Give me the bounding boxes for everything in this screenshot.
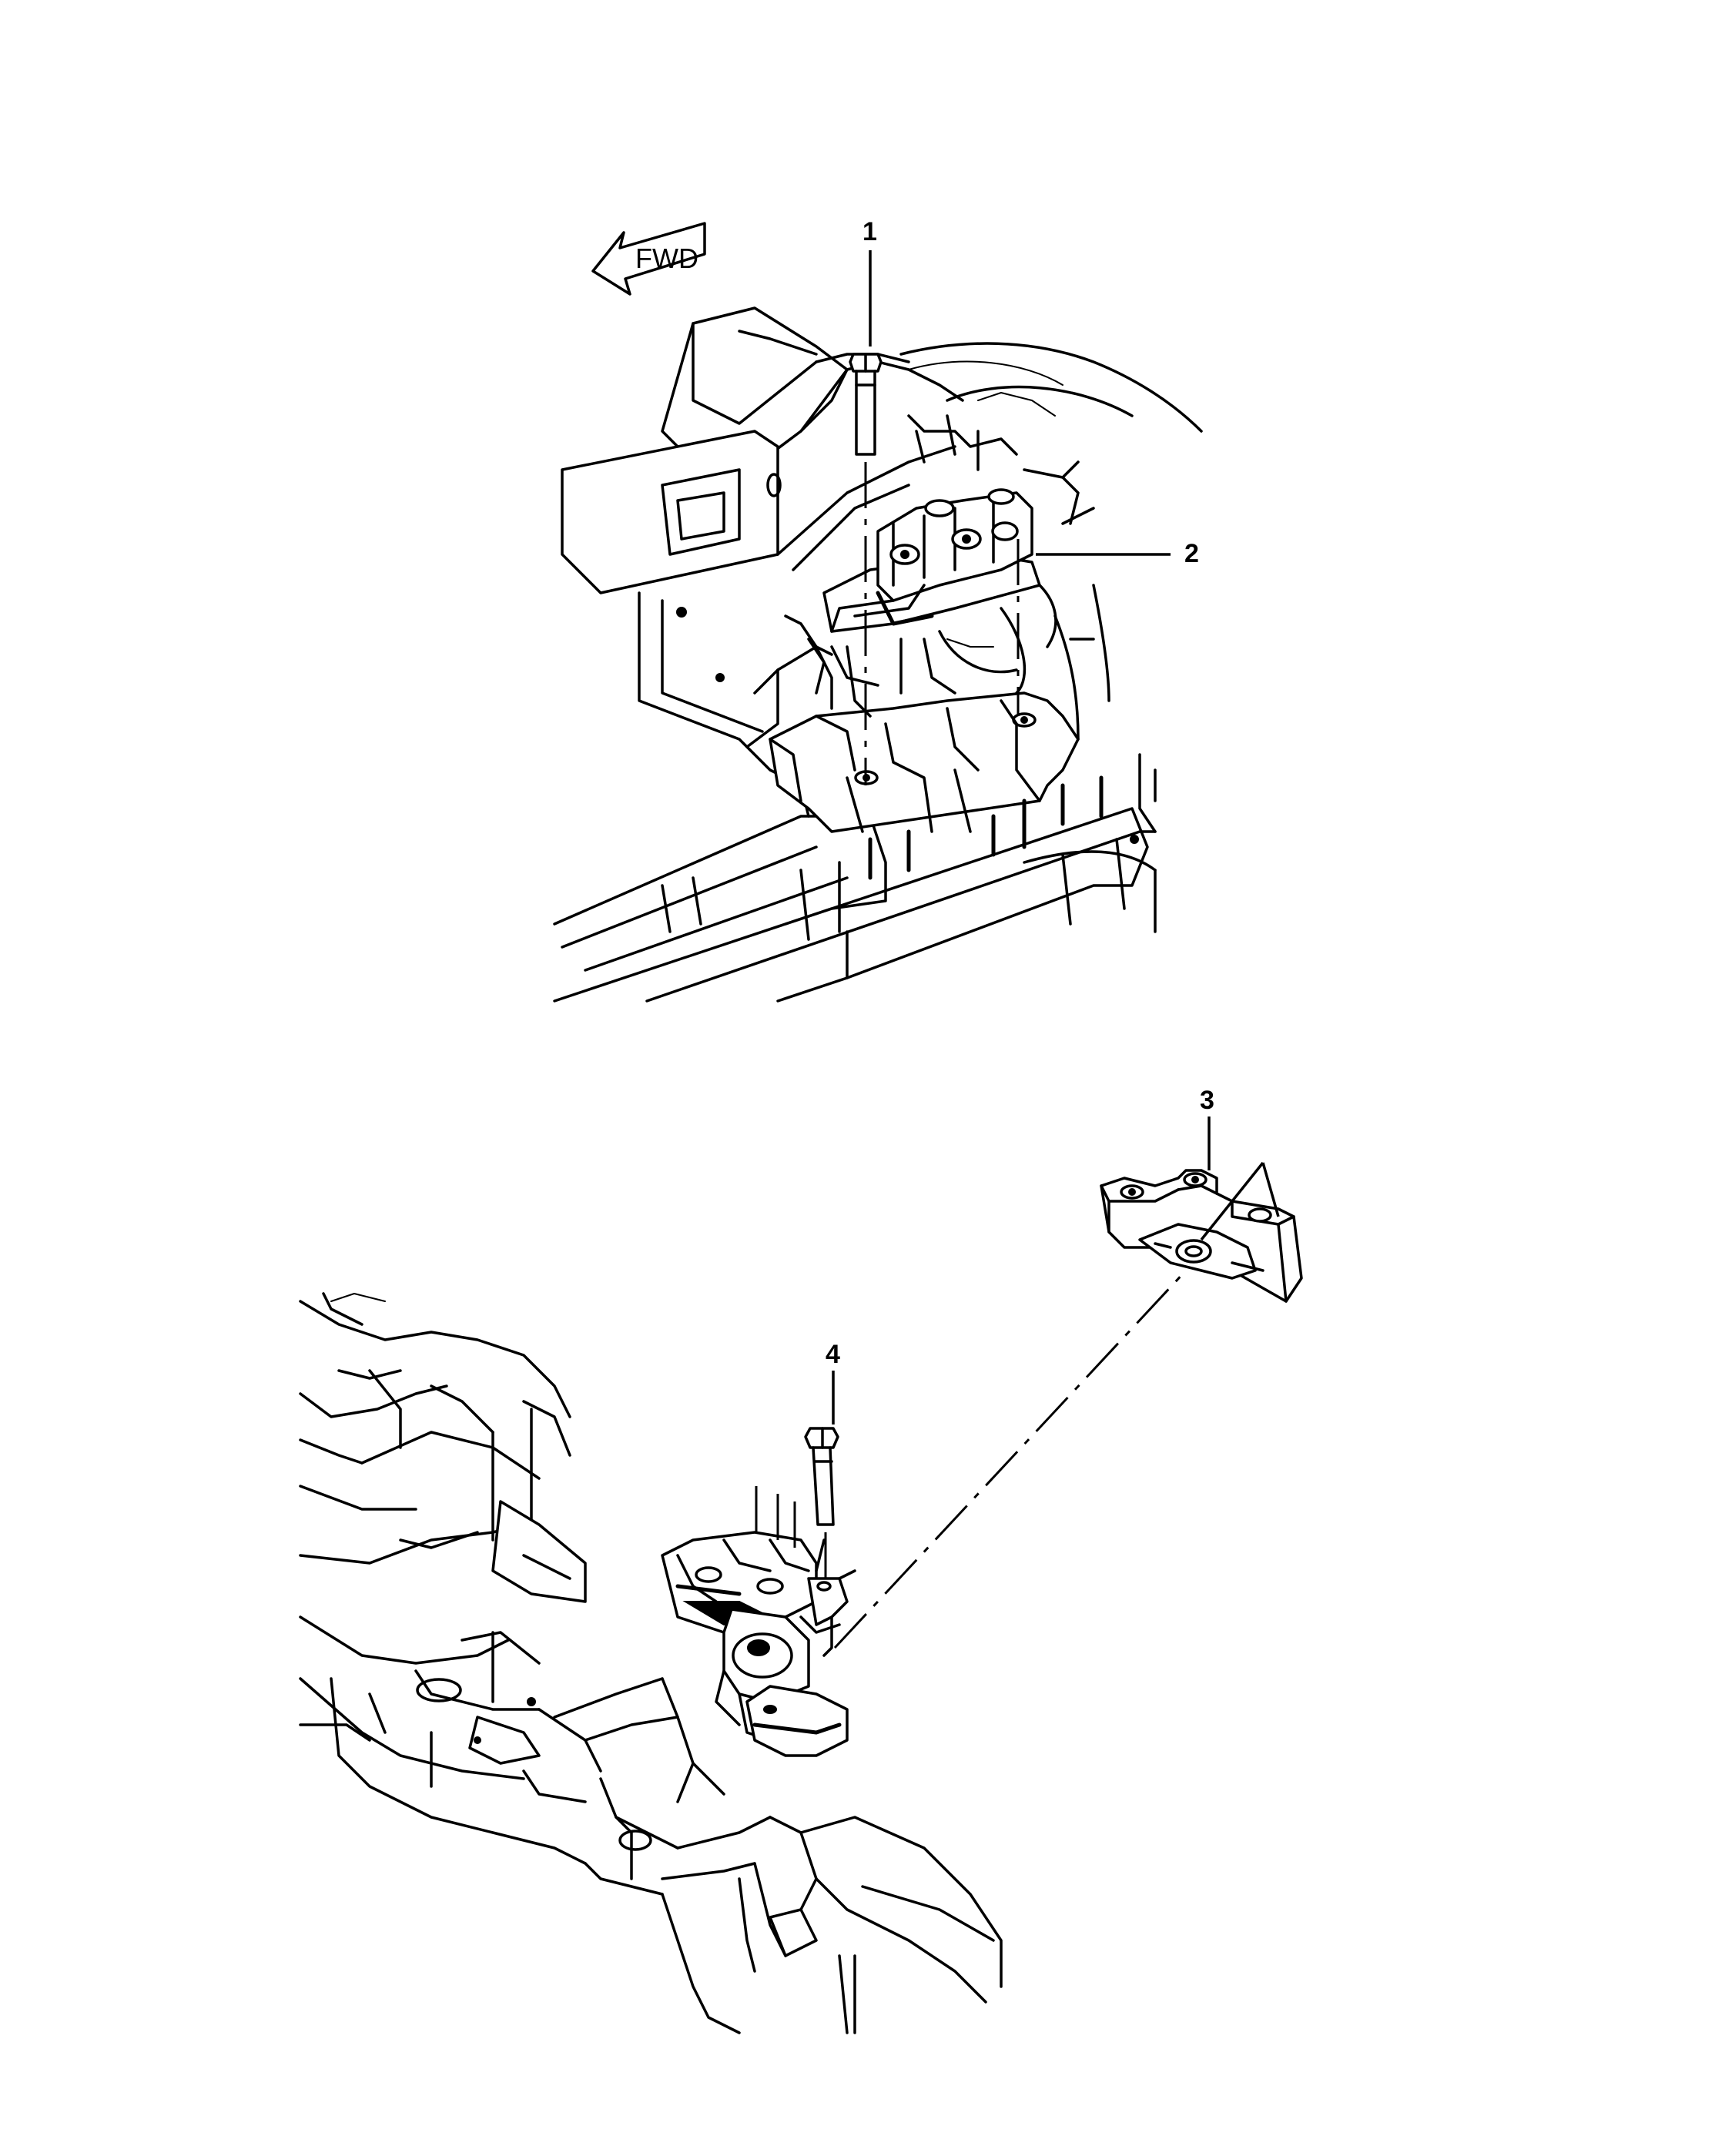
fwd-label: FWD [635, 243, 698, 274]
callout-2: 2 [1184, 539, 1199, 568]
engine-mount-part-2 [822, 488, 1041, 633]
callout-3: 3 [1200, 1086, 1214, 1115]
lower-frame-rail [553, 753, 1157, 1003]
callout-4: 4 [826, 1340, 840, 1369]
bolt-part-4 [804, 1427, 839, 1526]
top-view: FWD [553, 217, 1203, 1003]
callout-1: 1 [862, 217, 877, 246]
fwd-arrow-icon: FWD [591, 222, 706, 296]
transmission-mount-bracket [661, 1531, 856, 1757]
bottom-view: 3 4 [299, 1086, 1303, 2034]
install-lines-top [864, 462, 1020, 785]
isolator-part-3 [1100, 1169, 1303, 1303]
install-lines-bottom [755, 1269, 1187, 1649]
chassis-frame [299, 1292, 1003, 2034]
leader-3b [1261, 1162, 1280, 1217]
strut-tower-bracket [561, 306, 849, 682]
engine-surroundings [784, 360, 1110, 741]
leader-3a [1200, 1161, 1264, 1241]
mount-bracket-lower [769, 691, 1104, 880]
bolt-part-1 [849, 353, 883, 456]
